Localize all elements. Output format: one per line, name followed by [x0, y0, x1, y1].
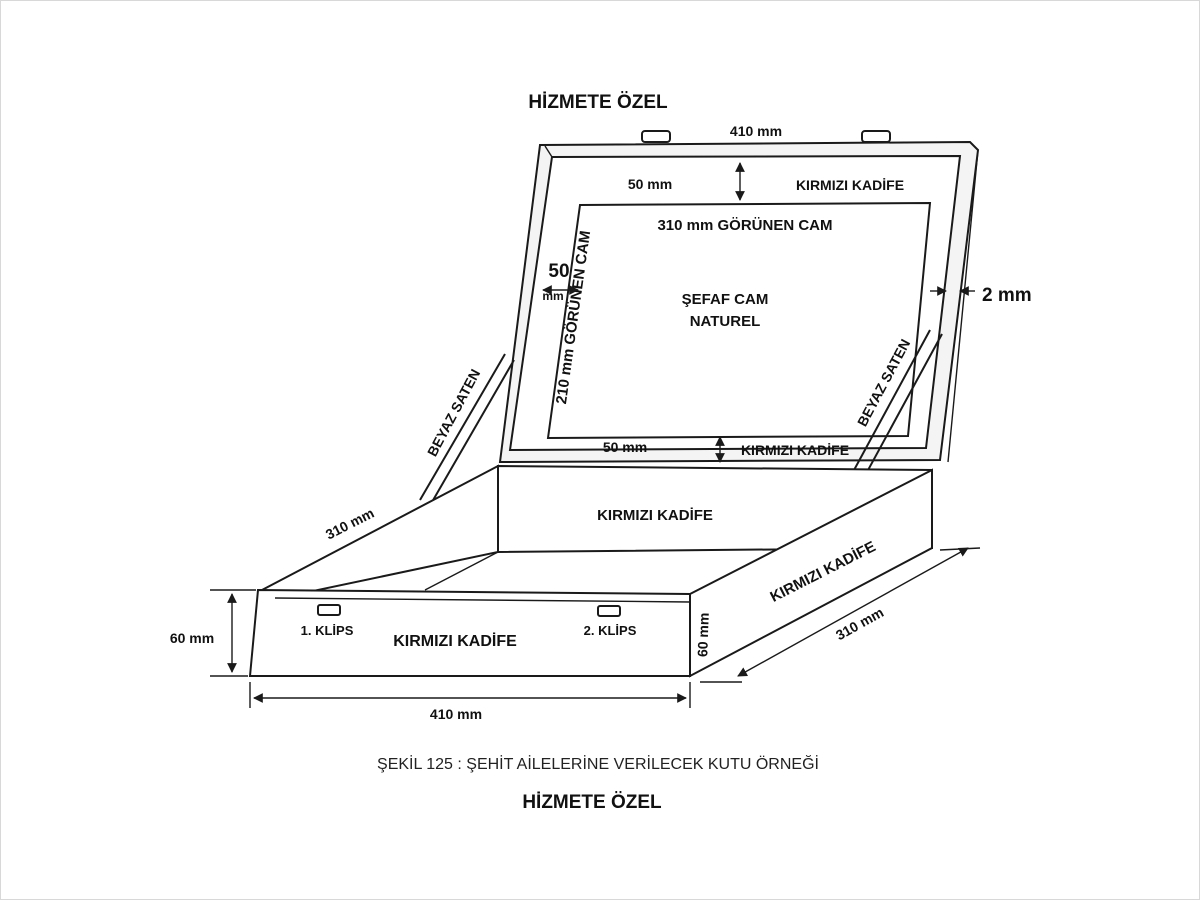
classification-bottom: HİZMETE ÖZEL	[522, 792, 662, 813]
glass-label-line2: NATUREL	[690, 313, 761, 330]
lid-clasp-left	[641, 130, 671, 143]
clip-1-label: 1. KLİPS	[301, 623, 354, 638]
classification-top: HİZMETE ÖZEL	[528, 92, 668, 113]
base-left-wall	[259, 464, 499, 600]
base-floor-line	[424, 551, 499, 591]
left-strap-line-1	[419, 353, 506, 501]
figure-caption: ŞEKİL 125 : ŞEHİT AİLELERİNE VERİLECEK K…	[377, 754, 819, 773]
glass-label-line1: ŞEFAF CAM	[682, 291, 769, 308]
left-strap-line-2	[431, 359, 515, 503]
back-wall-label: KIRMIZI KADİFE	[597, 507, 713, 524]
top-velvet-label: KIRMIZI KADİFE	[796, 177, 904, 193]
front-height-label: 60 mm	[170, 630, 214, 646]
front-clip-1	[317, 604, 341, 616]
side-height-label: 60 mm	[694, 612, 712, 657]
bottom-margin-label: 50 mm	[603, 439, 647, 455]
bottom-velvet-label: KIRMIZI KADİFE	[741, 442, 849, 458]
lid-right-edge	[947, 149, 979, 463]
side-margin-unit: mm	[542, 289, 563, 303]
lid-width-label: 410 mm	[730, 123, 782, 139]
frame-thickness-label: 2 mm	[982, 285, 1032, 306]
lid-top-edge	[544, 145, 553, 158]
glass-width-label: 310 mm GÖRÜNEN CAM	[657, 217, 832, 234]
front-width-label: 410 mm	[430, 706, 482, 722]
glass-window	[546, 201, 932, 440]
box-base: KIRMIZI KADİFE 310 mm 1. KLİPS 2. KLİPS …	[248, 464, 933, 678]
front-clip-2	[597, 605, 621, 617]
top-margin-label: 50 mm	[628, 176, 672, 192]
depth-ext-back	[939, 547, 981, 551]
front-velvet-label: KIRMIZI KADİFE	[393, 632, 517, 650]
base-front-rim	[274, 597, 691, 603]
base-front-wall	[248, 588, 691, 677]
left-strap-label: BEYAZ SATEN	[424, 366, 483, 459]
clip-2-label: 2. KLİPS	[584, 623, 637, 638]
side-margin-value: 50	[548, 261, 569, 282]
right-depth-label: 310 mm	[833, 604, 886, 643]
lid: 410 mm 50 mm KIRMIZI KADİFE 310 mm GÖRÜN…	[498, 123, 1032, 464]
depth-arrow	[737, 547, 969, 677]
lid-clasp-right	[861, 130, 891, 143]
